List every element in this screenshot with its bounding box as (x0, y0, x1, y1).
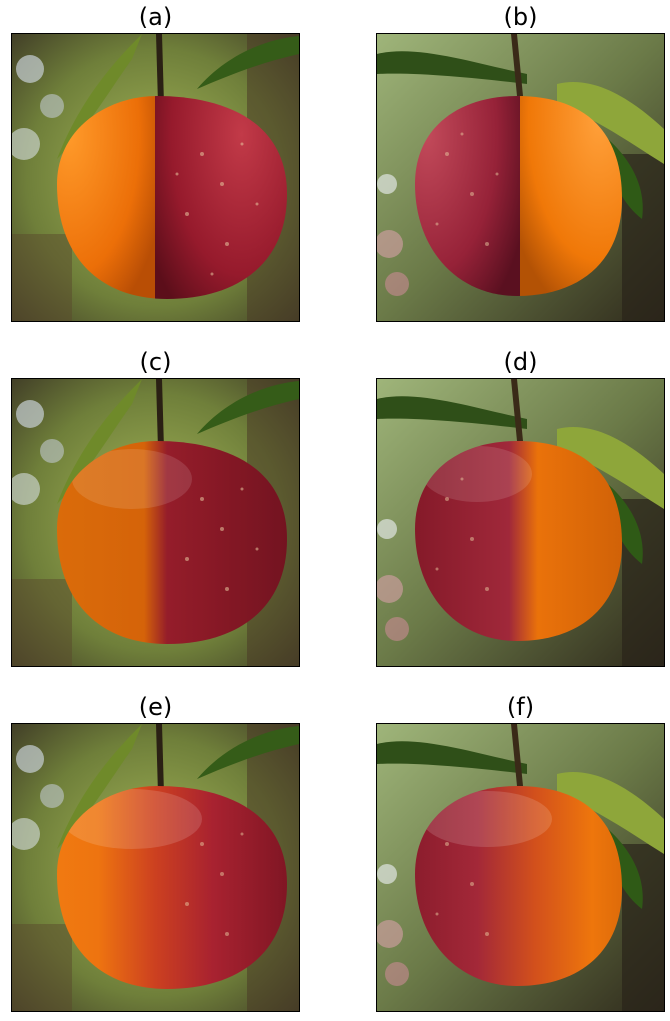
panel-image-d (376, 378, 665, 667)
panel-title-a: (a) (138, 3, 173, 31)
panel-title-f: (f) (506, 693, 535, 721)
panel-image-a (11, 33, 300, 322)
panel-title-b: (b) (503, 3, 538, 31)
panel-image-e (11, 723, 300, 1012)
panel-title-c: (c) (139, 348, 172, 376)
panel-title-e: (e) (138, 693, 173, 721)
panel-image-b (376, 33, 665, 322)
panel-image-c (11, 378, 300, 667)
panel-title-d: (d) (503, 348, 538, 376)
panel-image-f (376, 723, 665, 1012)
